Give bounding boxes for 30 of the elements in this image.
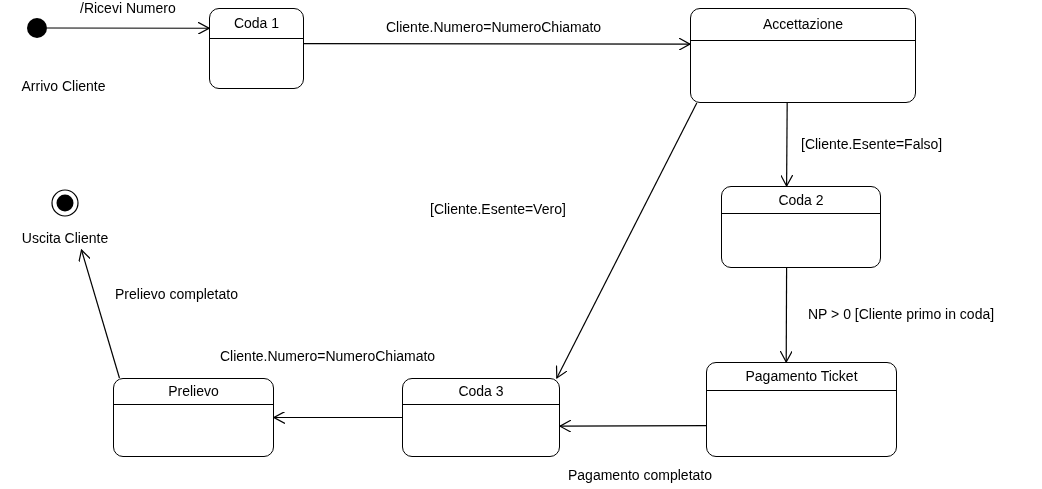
edge-label: Prelievo completato [115,286,238,302]
state-box [113,378,274,457]
state-label: Uscita Cliente [21,229,109,248]
transition-arrow [779,267,793,363]
state-name: Pagamento Ticket [745,367,858,386]
state-name: Accettazione [762,15,844,34]
state-box [721,186,881,268]
state-box [690,8,916,103]
transition-arrow [46,21,210,35]
edge-label: Cliente.Numero=NumeroChiamato [386,19,602,35]
edge-label: NP > 0 [Cliente primo in coda] [808,306,995,322]
state-name: Coda 3 [458,382,504,401]
transition-arrow [780,102,794,187]
state-box [209,8,304,89]
edge-label: Cliente.Numero=NumeroChiamato [220,348,436,364]
transition-arrow [555,102,698,379]
state-box [706,362,897,457]
state-name: Coda 1 [233,14,280,33]
state-name: Coda 2 [778,190,824,210]
state-name: Prelievo [168,382,219,401]
transition-arrow [78,249,121,379]
state-box [402,378,560,457]
state-label: Arrivo Cliente [20,77,107,96]
edge-label: [Cliente.Esente=Vero] [430,201,566,217]
transition-arrow [273,410,403,425]
edge-label: /Ricevi Numero [80,0,176,16]
edge-label: [Cliente.Esente=Falso] [801,136,943,152]
transition-arrow [303,37,691,51]
transition-arrow [559,419,707,433]
edge-label: Pagamento completato [568,467,712,483]
